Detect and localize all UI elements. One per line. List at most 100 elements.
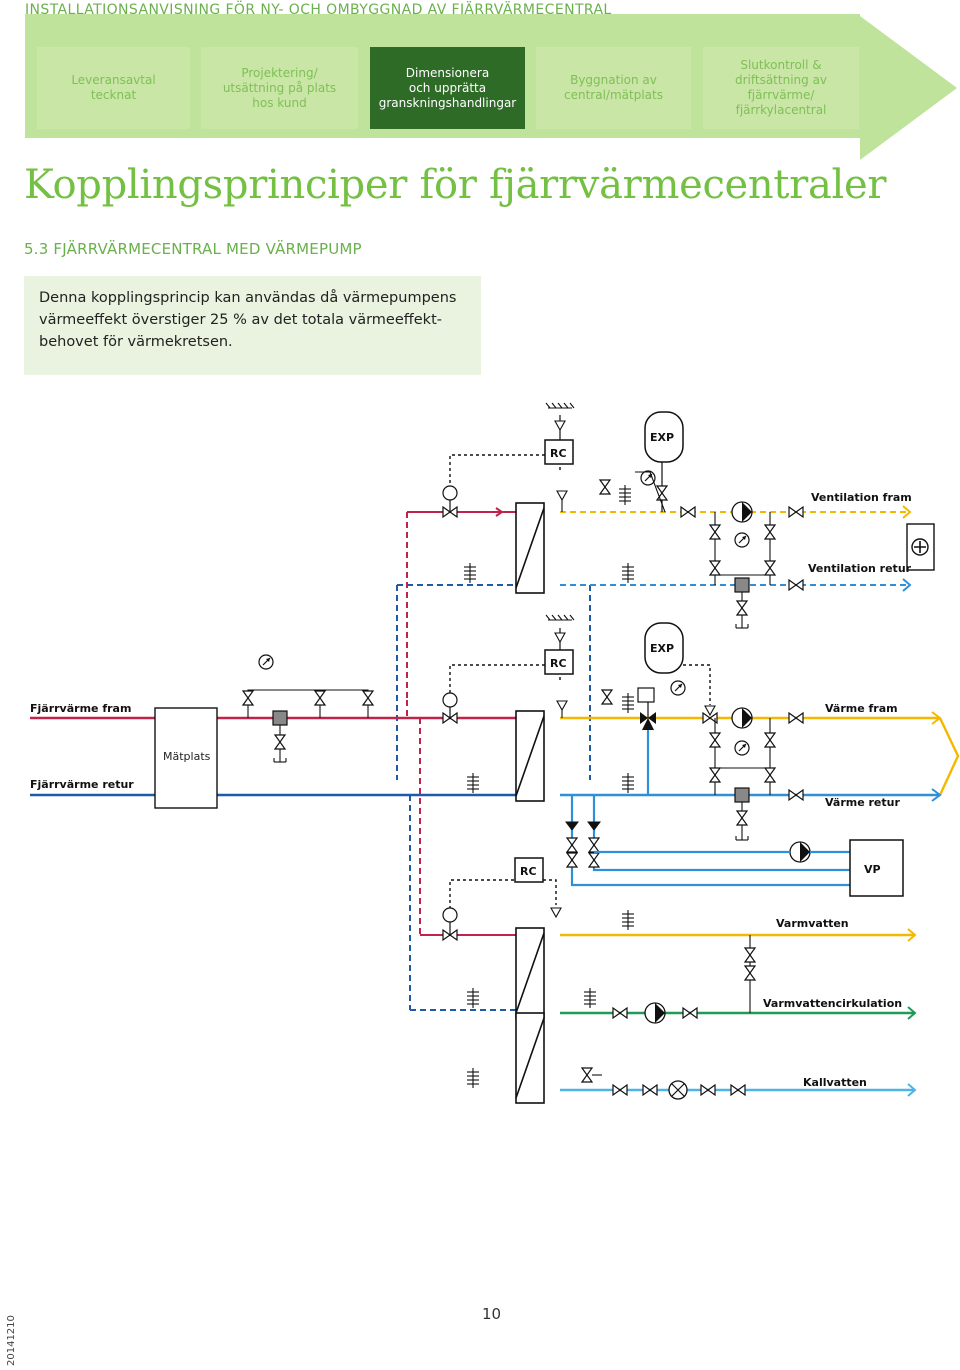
dhw-thermometer-icon-4 xyxy=(466,1067,480,1089)
ventilation-exp-label: EXP xyxy=(650,431,674,444)
heating-rc-label: RC xyxy=(550,657,567,670)
fjarrvarme-retur-label: Fjärrvärme retur xyxy=(30,778,134,791)
heating-thermometer-icon-3 xyxy=(621,772,635,794)
heat-pump-valve-icon-1 xyxy=(566,837,578,853)
cold-water-safety-valve-icon xyxy=(581,1067,602,1083)
cold-water-valve-icon-4 xyxy=(730,1084,746,1096)
ventilation-bypass-valve-icon-3 xyxy=(709,560,721,576)
ventilation-shutoff-valve-icon-2 xyxy=(788,506,804,518)
district-filter-icon xyxy=(272,710,288,726)
ventilation-heat-exchanger xyxy=(515,502,545,594)
cold-water-meter-icon xyxy=(668,1080,688,1100)
heating-bypass-gauge-icon xyxy=(734,740,750,756)
ventilation-bypass-valve-icon-1 xyxy=(709,524,721,540)
dhw-thermometer-icon-1 xyxy=(621,909,635,931)
heat-pump-valve-icon-4 xyxy=(588,852,600,868)
heat-pump-valve-icon-3 xyxy=(566,852,578,868)
ventilation-exp-valve-icon xyxy=(656,485,668,501)
heat-pump-pump-icon xyxy=(789,841,811,863)
heating-pump-icon xyxy=(731,707,753,729)
dhw-balancing-valve-icon-2 xyxy=(744,965,756,981)
dhw-controller-rc xyxy=(514,857,544,883)
ventilation-shutoff-valve-icon-3 xyxy=(788,579,804,591)
heating-drain-valve-icon xyxy=(736,810,748,826)
varme-retur-label: Värme retur xyxy=(825,796,900,809)
ventilation-filter-icon xyxy=(734,577,750,593)
ventilation-retur-label: Ventilation retur xyxy=(808,562,912,575)
page-title: Kopplingsprinciper för fjärrvärmecentral… xyxy=(24,162,887,208)
ventilation-control-valve-icon xyxy=(442,485,458,518)
ventilation-rc-label: RC xyxy=(550,447,567,460)
doc-code: 20141210 xyxy=(6,1315,17,1366)
district-shutoff-valve-icon-2 xyxy=(314,690,326,706)
heating-exp-label: EXP xyxy=(650,642,674,655)
district-shutoff-valve-icon-3 xyxy=(362,690,374,706)
kallvatten-label: Kallvatten xyxy=(803,1076,867,1089)
ventilation-expansion-tank xyxy=(644,411,684,463)
heating-exp-valve-icon xyxy=(704,705,716,716)
process-step-2: Projektering/ utsättning på plats hos ku… xyxy=(201,47,358,129)
ventilation-pump-icon xyxy=(731,501,753,523)
ventilation-supply-sensor-icon xyxy=(556,490,568,512)
heating-three-way-valve-icon xyxy=(640,702,656,730)
outdoor-sensor-icon-1 xyxy=(545,402,575,431)
ventilation-thermometer-icon-1 xyxy=(618,484,632,506)
process-step-4: Byggnation av central/mätplats xyxy=(536,47,691,129)
district-drain-icon xyxy=(273,751,287,763)
dhw-balancing-valve-icon-1 xyxy=(744,947,756,963)
process-step-5: Slutkontroll & driftsättning av fjärrvär… xyxy=(703,47,859,129)
matplats-label: Mätplats xyxy=(163,750,211,763)
heating-three-way-actuator xyxy=(637,687,655,703)
heating-filter-icon xyxy=(734,787,750,803)
heat-pump-valve-icon-2 xyxy=(588,837,600,853)
heat-pump-vp-label: VP xyxy=(864,863,881,876)
heating-expansion-tank xyxy=(644,622,684,674)
ventilation-controller-rc xyxy=(544,439,574,465)
heating-bypass-valve-icon-1 xyxy=(709,732,721,748)
varmvattencirkulation-label: Varmvattencirkulation xyxy=(763,997,902,1010)
cold-water-valve-icon-1 xyxy=(612,1084,628,1096)
district-drain-valve-icon xyxy=(274,734,286,750)
ventilation-safety-valve-icon xyxy=(599,479,611,495)
connection-diagram: RC EXP Ventilation fram xyxy=(30,402,960,1104)
heating-circuit: RC EXP xyxy=(442,614,960,841)
circulation-valve-icon-2 xyxy=(682,1007,698,1019)
dhw-control-valve-icon xyxy=(442,907,458,941)
ventilation-thermometer-icon-3 xyxy=(621,562,635,584)
ventilation-fram-label: Ventilation fram xyxy=(811,491,912,504)
ventilation-thermometer-icon-2 xyxy=(463,562,477,584)
dhw-rc-label: RC xyxy=(520,865,537,878)
dhw-supply-sensor-icon xyxy=(550,907,562,918)
dhw-heat-exchanger-1 xyxy=(515,927,545,1019)
heating-shutoff-valve-icon-3 xyxy=(788,789,804,801)
heating-thermometer-icon-1 xyxy=(621,692,635,714)
heating-shutoff-valve-icon-2 xyxy=(788,712,804,724)
heating-bypass-valve-icon-2 xyxy=(764,732,776,748)
intro-box: Denna kopplingsprincip kan användas då v… xyxy=(24,276,481,375)
process-step-1: Leveransavtal tecknat xyxy=(37,47,190,129)
heating-drain-icon xyxy=(735,829,749,841)
ventilation-bypass-gauge-icon xyxy=(734,532,750,548)
intro-text: Denna kopplingsprincip kan användas då v… xyxy=(39,290,457,350)
heating-heat-exchanger xyxy=(515,710,545,802)
process-step-3: Dimensionera och upprätta granskningshan… xyxy=(370,47,525,129)
heating-control-valve-icon xyxy=(442,692,458,724)
domestic-hot-water: RC Varmvatten Varmvattencirkulation Kall… xyxy=(442,857,917,1104)
varme-fram-label: Värme fram xyxy=(825,702,898,715)
heat-pump-loop: VP xyxy=(565,795,904,897)
heating-thermometer-icon-2 xyxy=(466,772,480,794)
heating-bypass-valve-icon-3 xyxy=(709,767,721,783)
heating-safety-valve-icon xyxy=(601,689,613,705)
cold-water-valve-icon-3 xyxy=(700,1084,716,1096)
ventilation-pressure-gauge-icon xyxy=(640,470,656,486)
page-number: 10 xyxy=(482,1305,502,1323)
matplats-box xyxy=(154,707,218,809)
ventilation-drain-icon xyxy=(735,617,749,629)
circulation-pump-icon xyxy=(644,1002,666,1024)
heat-pump-vp xyxy=(849,839,904,897)
heating-controller-rc xyxy=(544,649,574,675)
fjarrvarme-fram-label: Fjärrvärme fram xyxy=(30,702,131,715)
varmvatten-label: Varmvatten xyxy=(776,917,849,930)
district-pressure-gauge-icon xyxy=(258,654,274,670)
circulation-valve-icon-1 xyxy=(612,1007,628,1019)
